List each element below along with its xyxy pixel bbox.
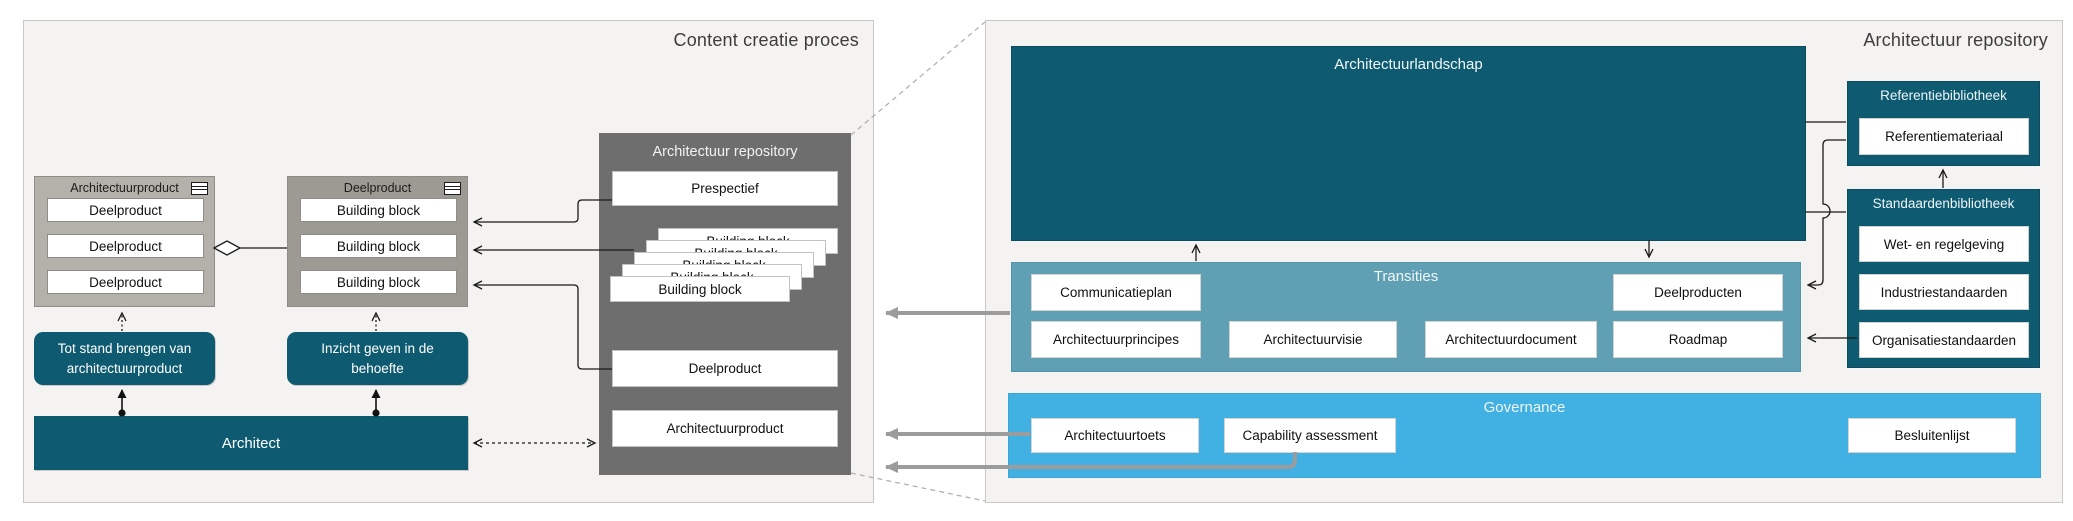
architectuurproduct-class-box: Architectuurproduct Deelproduct Deelprod… xyxy=(34,176,215,307)
transities-title: Transities xyxy=(1373,268,1439,285)
building-block-stack-item: Building block xyxy=(610,276,790,302)
architectuurvisie-box: Architectuurvisie xyxy=(1229,321,1397,358)
deelproduct-row: Deelproduct xyxy=(47,198,204,222)
activity-tot-stand-brengen: Tot stand brengen van architectuurproduc… xyxy=(34,332,215,385)
table-icon xyxy=(444,182,461,195)
referentiebibliotheek-box: Referentiebibliotheek Referentiemateriaa… xyxy=(1847,81,2040,166)
building-block-row: Building block xyxy=(300,198,457,222)
repository-deelproduct-box: Deelproduct xyxy=(612,350,838,387)
repository-architectuurproduct-box: Architectuurproduct xyxy=(612,410,838,447)
capability-assessment-box: Capability assessment xyxy=(1224,418,1396,453)
deelproduct-row: Deelproduct xyxy=(47,234,204,258)
architectuur-repository-panel: Architectuur repository Architectuurland… xyxy=(985,20,2063,503)
deelproduct-class-title: Deelproduct xyxy=(343,181,412,195)
activity-inzicht-geven: Inzicht geven in de behoefte xyxy=(287,332,468,385)
architectuurdocument-box: Architectuurdocument xyxy=(1425,321,1597,358)
besluitenlijst-box: Besluitenlijst xyxy=(1848,418,2016,453)
deelproduct-class-box: Deelproduct Building block Building bloc… xyxy=(287,176,468,307)
industriestandaarden-box: Industriestandaarden xyxy=(1859,274,2029,310)
building-block-row: Building block xyxy=(300,234,457,258)
right-panel-title: Architectuur repository xyxy=(1863,30,2048,50)
deelproducten-box: Deelproducten xyxy=(1613,274,1783,311)
roadmap-box: Roadmap xyxy=(1613,321,1783,358)
architectuurlandschap-box: Architectuurlandschap xyxy=(1011,46,1806,241)
referentiemateriaal-box: Referentiemateriaal xyxy=(1859,118,2029,155)
building-block-row: Building block xyxy=(300,270,457,294)
repository-box-title: Architectuur repository xyxy=(652,144,798,160)
deelproduct-row: Deelproduct xyxy=(47,270,204,294)
architectuurproduct-class-title: Architectuurproduct xyxy=(70,181,179,195)
architectuurprincipes-box: Architectuurprincipes xyxy=(1031,321,1201,358)
table-icon xyxy=(191,182,208,195)
governance-title: Governance xyxy=(1483,399,1566,416)
standaardenbibliotheek-box: Standaardenbibliotheek Wet- en regelgevi… xyxy=(1847,189,2040,368)
architectuurtoets-box: Architectuurtoets xyxy=(1031,418,1199,453)
architect-box: Architect xyxy=(34,416,468,470)
communicatieplan-box: Communicatieplan xyxy=(1031,274,1201,311)
standaardenbibliotheek-title: Standaardenbibliotheek xyxy=(1872,196,2015,211)
prespectief-box: Prespectief xyxy=(612,171,838,206)
repository-box: Architectuur repository Prespectief Buil… xyxy=(599,133,851,475)
architectuurlandschap-title: Architectuurlandschap xyxy=(1334,56,1483,73)
referentiebibliotheek-title: Referentiebibliotheek xyxy=(1880,88,2007,103)
organisatiestandaarden-box: Organisatiestandaarden xyxy=(1859,322,2029,358)
left-panel-title: Content creatie proces xyxy=(673,30,859,50)
wet-en-regelgeving-box: Wet- en regelgeving xyxy=(1859,226,2029,262)
